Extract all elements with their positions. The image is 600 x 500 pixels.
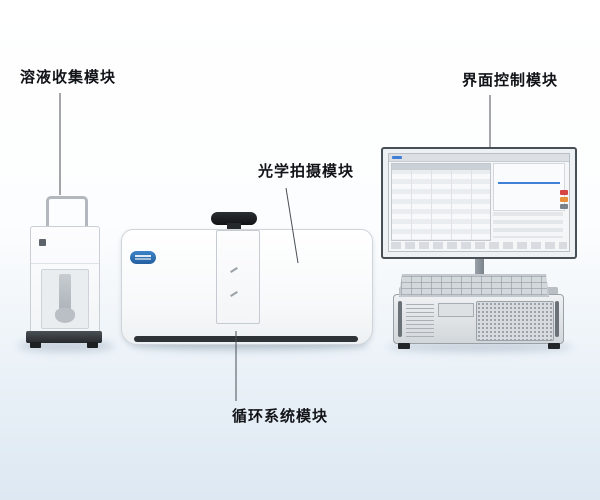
instrument-shadow xyxy=(132,340,368,351)
status-chip-orange xyxy=(560,197,568,202)
label-solution-collection-module: 溶液收集模块 xyxy=(20,69,117,86)
chassis-handle-right xyxy=(555,301,559,337)
monitor-stand xyxy=(475,259,484,275)
collector-foot-left xyxy=(30,342,41,348)
panel-clip-bottom xyxy=(230,291,238,297)
chassis-foot-left xyxy=(398,343,410,349)
collector-tube xyxy=(59,274,71,310)
chassis-shadow xyxy=(388,342,572,352)
label-circulation-system-module: 循环系统模块 xyxy=(232,408,329,425)
collector-foot-right xyxy=(87,342,98,348)
screen-chart-panel xyxy=(493,163,565,211)
chassis-drive-bay xyxy=(438,303,474,317)
keyboard xyxy=(399,274,549,297)
collector-handle xyxy=(46,196,88,233)
chassis-vent-slots xyxy=(406,303,434,337)
screen-widget-rows xyxy=(493,212,563,238)
chassis-foot-right xyxy=(548,343,560,349)
panel-clip-top xyxy=(230,267,238,273)
screen-chart-line xyxy=(498,182,560,184)
monitor xyxy=(381,147,577,259)
collector-body xyxy=(30,226,100,334)
brand-logo-icon xyxy=(130,251,156,264)
instrument-knob-stem xyxy=(227,223,241,232)
collector-button xyxy=(39,239,46,246)
instrument-front-panel xyxy=(216,230,260,324)
screen-data-table xyxy=(391,163,491,241)
screen-toolbar xyxy=(389,154,569,162)
status-chip-gray xyxy=(560,204,568,209)
collector-window xyxy=(41,269,89,329)
instrument-knob-icon xyxy=(211,212,257,225)
screen-status-chips xyxy=(560,190,568,211)
label-interface-control-module: 界面控制模块 xyxy=(462,72,559,89)
chassis-handle-left xyxy=(398,301,402,337)
screen-toolbar-accent xyxy=(392,156,402,159)
collector-divider xyxy=(31,263,99,264)
collector-base xyxy=(26,331,102,343)
monitor-screen xyxy=(388,153,570,252)
chassis-grille xyxy=(476,301,554,341)
instrument-base-strip xyxy=(134,336,358,342)
screen-bottom-buttons xyxy=(391,242,567,249)
collector-vessel xyxy=(55,308,75,323)
industrial-pc-chassis xyxy=(393,294,564,344)
status-chip-red xyxy=(560,190,568,195)
label-optical-camera-module: 光学拍摄模块 xyxy=(258,163,355,180)
